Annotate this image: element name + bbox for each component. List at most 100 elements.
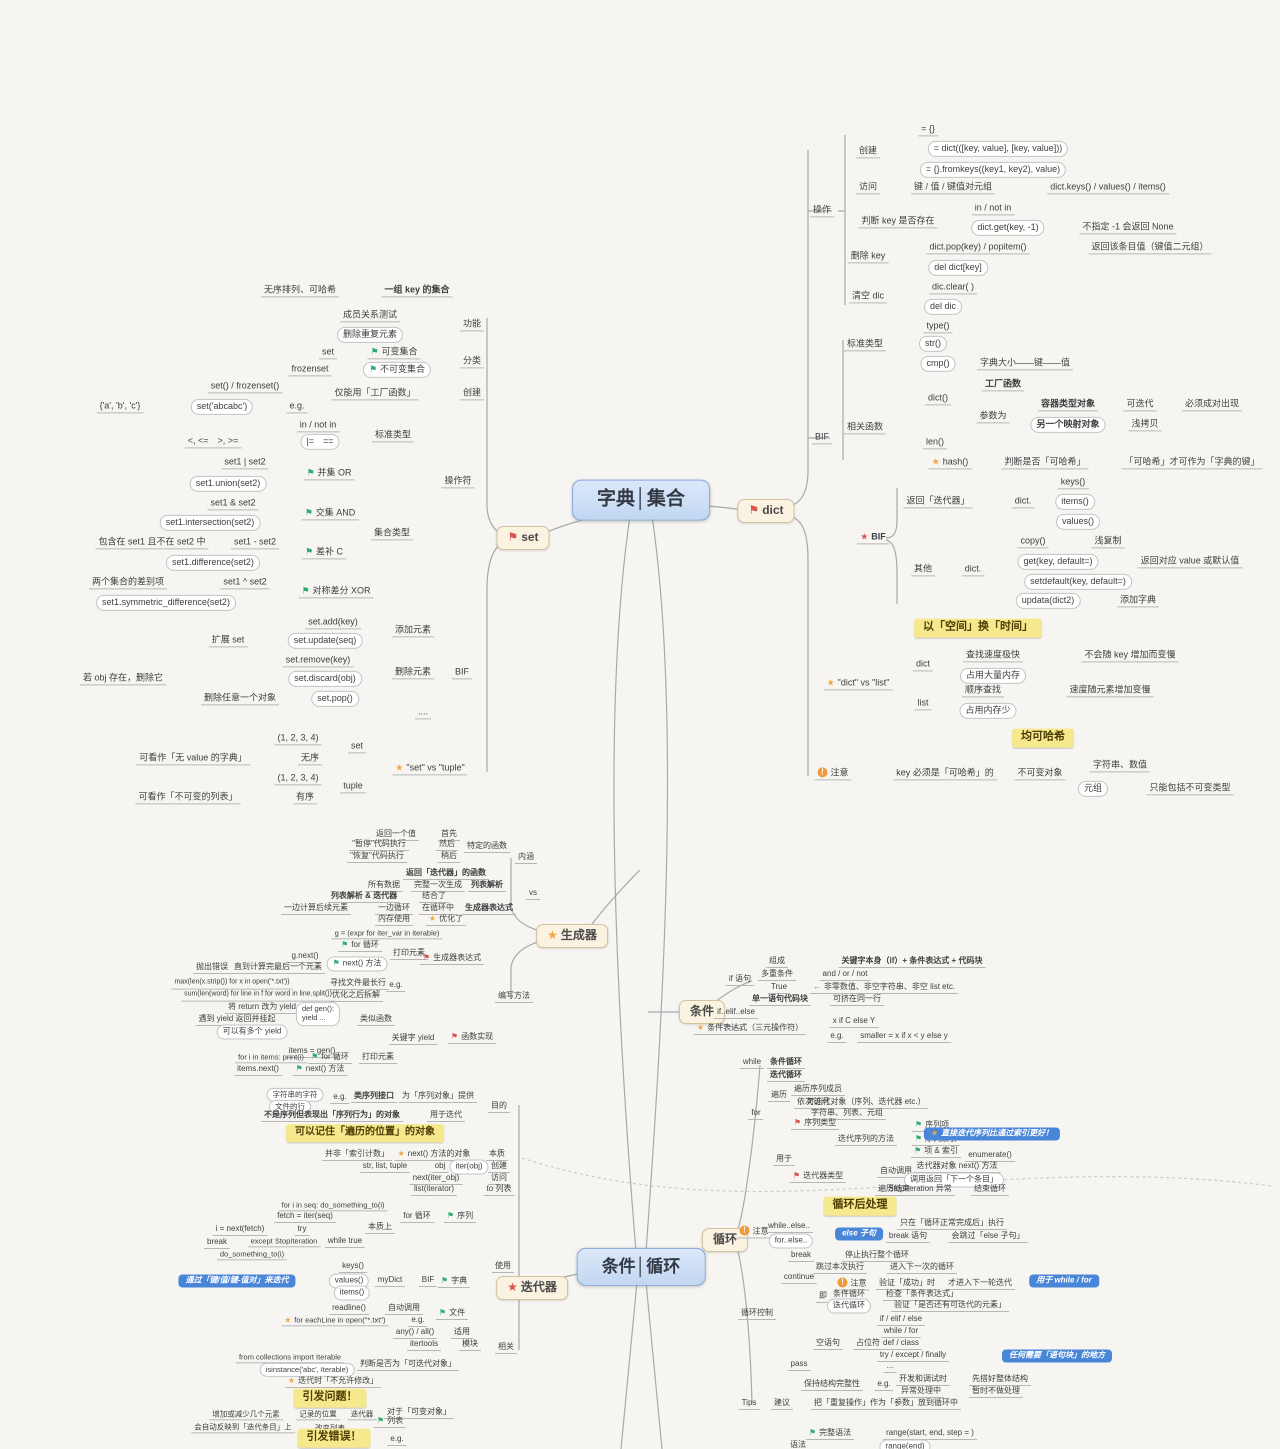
callout-space-for-time[interactable]: 以「空间」换「时间」	[914, 618, 1042, 638]
node-308[interactable]: while / for	[880, 1326, 922, 1338]
node-297[interactable]: !注意	[834, 1277, 870, 1291]
node-177[interactable]: items = gen()	[285, 1046, 339, 1058]
node-228[interactable]: 适用	[451, 1327, 473, 1339]
node-75[interactable]: 不指定 -1 会返回 None	[1079, 221, 1177, 235]
node-35[interactable]: 集合类型	[370, 527, 414, 541]
node-121[interactable]: 不会随 key 增加而变慢	[1081, 649, 1179, 663]
node-154[interactable]: 内存使用	[375, 914, 413, 926]
node-88[interactable]: 字典大小——键——值	[976, 357, 1074, 371]
node-293[interactable]: 停止执行整个循环	[842, 1250, 912, 1262]
node-254[interactable]: 可挤在同一行	[830, 994, 884, 1006]
node-273[interactable]: ⚑项 & 索引	[911, 1146, 961, 1158]
node-43[interactable]: ⚑对称差分 XOR	[298, 585, 374, 599]
node-122[interactable]: 占用大量内存	[959, 667, 1027, 685]
node-36[interactable]: 包含在 set1 且不在 set2 中	[95, 536, 209, 550]
node-162[interactable]: 抛出错误	[193, 962, 231, 974]
node-38[interactable]: set1.difference(set2)	[166, 554, 260, 572]
node-172[interactable]: 类似函数	[357, 1014, 395, 1026]
node-160[interactable]: ⚑next() 方法	[326, 956, 388, 972]
node-52[interactable]: BIF	[451, 666, 473, 680]
node-104[interactable]: 返回「迭代器」	[903, 495, 973, 509]
node-316[interactable]: 保持结构完整性	[801, 1379, 863, 1391]
callout-else-clause[interactable]: else 子句	[835, 1227, 883, 1241]
node-42[interactable]: set1.symmetric_difference(set2)	[96, 594, 236, 612]
node-326[interactable]: range(start, end, step = )	[883, 1428, 977, 1440]
node-257[interactable]: x if C else Y	[829, 1016, 879, 1028]
node-234[interactable]: 判断是否为「可迭代对象」	[357, 1359, 459, 1371]
node-127[interactable]: 占用内存少	[959, 702, 1017, 720]
topic-condition[interactable]: 条件	[678, 1000, 726, 1024]
node-133[interactable]: 元组	[1077, 780, 1109, 798]
node-262[interactable]: 迭代循环	[767, 1070, 805, 1082]
node-304[interactable]: 迭代循环	[827, 1298, 871, 1314]
node-226[interactable]: e.g.	[408, 1315, 428, 1327]
node-277[interactable]: 自动调用	[877, 1166, 915, 1178]
node-64[interactable]: 有序	[292, 791, 318, 805]
node-199[interactable]: next(iter_obj)	[409, 1173, 463, 1185]
center-condition-loop[interactable]: 条件│循环	[576, 1247, 706, 1287]
node-14[interactable]: ⚑可变集合	[367, 346, 421, 360]
node-92[interactable]: 可迭代	[1123, 398, 1157, 412]
node-250[interactable]: and / or / not	[819, 969, 871, 981]
node-225[interactable]: ★for eachLine in open("*.txt")	[281, 1315, 389, 1327]
node-178[interactable]: for i in items: print(i)	[235, 1052, 307, 1064]
node-161[interactable]: ⚑生成器表达式	[419, 953, 485, 965]
node-40[interactable]: 两个集合的差别项	[88, 576, 168, 590]
node-283[interactable]: 结束循环	[971, 1184, 1009, 1196]
node-79[interactable]: del dict[key]	[928, 259, 988, 277]
callout-raises-error[interactable]: 引发错误！	[297, 1428, 371, 1448]
callout-iterate-not-index[interactable]: ★直接迭代序列比通过索引更好！	[923, 1127, 1061, 1141]
node-97[interactable]: 相关函数	[843, 421, 887, 435]
node-73[interactable]: 判断 key 是否存在	[858, 215, 938, 229]
node-294[interactable]: 跳过本次执行	[813, 1262, 867, 1274]
node-175[interactable]: 关键字 yield	[388, 1033, 438, 1045]
node-158[interactable]: 打印元素	[390, 948, 428, 960]
node-184[interactable]: 文件的行	[269, 1099, 311, 1115]
node-209[interactable]: 本质上	[365, 1222, 395, 1234]
node-132[interactable]: 字符串、数值	[1089, 759, 1151, 773]
node-311[interactable]: def / class	[879, 1338, 923, 1350]
node-259[interactable]: smaller = x if x < y else y	[857, 1031, 951, 1043]
node-150[interactable]: 一边计算后续元素	[281, 903, 351, 915]
node-95[interactable]: 另一个映射对象	[1030, 416, 1106, 434]
node-59[interactable]: 无序	[297, 752, 323, 766]
node-54[interactable]: set.pop()	[311, 690, 359, 708]
node-237[interactable]: 对于「可变对象」	[384, 1407, 454, 1419]
node-61[interactable]: (1, 2, 3, 4)	[274, 772, 322, 786]
node-168[interactable]: 优化之后拆解	[329, 990, 383, 1002]
node-114[interactable]: 返回对应 value 或默认值	[1137, 555, 1243, 569]
node-68[interactable]: = {}.fromkeys((key1, key2), value)	[919, 161, 1067, 179]
node-192[interactable]: 并非「索引计数」	[322, 1149, 392, 1161]
node-46[interactable]: 扩展 set	[208, 634, 248, 648]
node-235[interactable]: ★迭代时「不允许修改」	[284, 1376, 382, 1388]
node-153[interactable]: 生成器表达式	[462, 903, 516, 915]
node-101[interactable]: 「可哈希」才可作为「字典的键」	[1121, 456, 1263, 470]
node-113[interactable]: get(key, default=)	[1017, 553, 1099, 571]
node-135[interactable]: 返回一个值	[373, 829, 419, 841]
node-90[interactable]: dict()	[925, 392, 951, 406]
node-32[interactable]: set1 & set2	[207, 497, 259, 511]
node-320[interactable]: 异常处理中	[898, 1386, 944, 1398]
node-136[interactable]: 首先	[438, 829, 460, 841]
node-156[interactable]: g = (expr for iter_var in iterable)	[331, 928, 443, 940]
node-313[interactable]: ...	[883, 1361, 897, 1373]
node-295[interactable]: 进入下一次的循环	[887, 1262, 957, 1274]
node-29[interactable]: set1 | set2	[221, 456, 269, 470]
node-258[interactable]: e.g.	[827, 1031, 847, 1043]
node-325[interactable]: ⚑完整语法	[805, 1428, 855, 1440]
node-62[interactable]: tuple	[340, 780, 366, 794]
node-305[interactable]: 验证「是否还有可迭代的元素」	[891, 1300, 1009, 1312]
node-317[interactable]: e.g.	[874, 1379, 894, 1391]
node-55[interactable]: ....	[414, 706, 432, 720]
callout-hashable[interactable]: 均可哈希	[1012, 728, 1074, 748]
node-222[interactable]: readline()	[329, 1303, 369, 1315]
node-182[interactable]: ⚑next() 方法	[292, 1064, 348, 1076]
node-56[interactable]: (1, 2, 3, 4)	[274, 732, 322, 746]
node-164[interactable]: max(len(x.strip()) for x in open('*.txt'…	[171, 979, 293, 990]
node-231[interactable]: 相关	[495, 1342, 517, 1354]
node-82[interactable]: del dic	[923, 298, 963, 316]
node-163[interactable]: 直到计算完最后一个元素	[231, 962, 325, 974]
node-72[interactable]: in / not in	[971, 202, 1015, 216]
topic-iterator[interactable]: ★迭代器	[496, 1276, 568, 1300]
node-170[interactable]: 将 return 改为 yield	[224, 1002, 300, 1014]
